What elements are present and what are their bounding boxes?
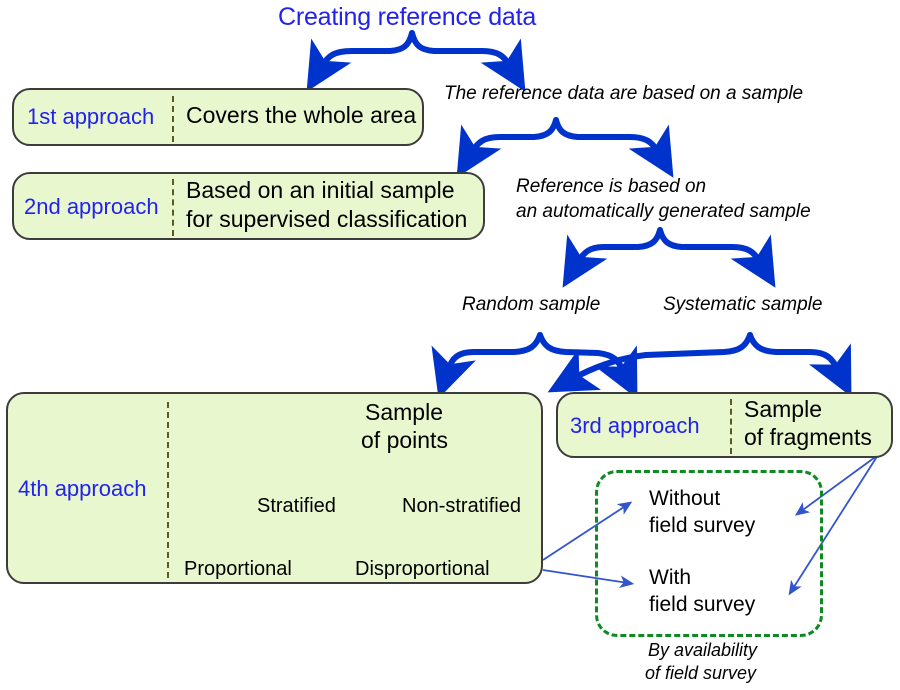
field-survey-group: Without field survey With field survey — [595, 470, 823, 637]
field-survey-item-1-line1: With — [649, 566, 691, 589]
approach-box-second[interactable]: 2nd approach Based on an initial sample … — [12, 172, 485, 240]
tree-child-stratified: Stratified — [257, 495, 336, 517]
approach-desc-second-line1: Based on an initial sample — [186, 177, 455, 203]
field-survey-item-0-line2: field survey — [649, 514, 756, 537]
brace-random-sample — [431, 332, 638, 399]
label-sample-based: The reference data are based on a sample — [444, 83, 804, 104]
brace-title — [306, 30, 526, 92]
tree-grandchild-disproportional: Disproportional — [355, 558, 490, 580]
label-auto-generated-line2: an automatically generated sample — [516, 201, 811, 222]
approach-desc-third-line2: of fragments — [744, 424, 872, 450]
caption-availability-line1: By availability — [648, 640, 758, 660]
approach-desc-second-line2: for supervised classification — [186, 206, 468, 232]
approach-label-third: 3rd approach — [570, 413, 700, 438]
approach-label-second: 2nd approach — [24, 194, 159, 219]
tree-root-line1: Sample — [365, 399, 443, 425]
label-systematic-sample: Systematic sample — [663, 294, 823, 315]
brace-sample-based — [456, 117, 674, 178]
divider-second — [172, 179, 174, 236]
tree-grandchild-proportional: Proportional — [184, 558, 292, 580]
approach-box-first[interactable]: 1st approach Covers the whole area — [12, 88, 424, 146]
approach-box-fourth[interactable]: 4th approach Sample of points Stratified… — [6, 392, 543, 584]
divider-third — [730, 399, 732, 454]
approach-box-third[interactable]: 3rd approach Sample of fragments — [556, 392, 893, 458]
approach-label-fourth: 4th approach — [18, 476, 147, 501]
label-random-sample: Random sample — [462, 294, 601, 315]
approach-desc-third-line1: Sample — [744, 396, 822, 422]
divider-fourth — [167, 402, 169, 578]
field-survey-item-1-line2: field survey — [649, 593, 756, 616]
tree-root-line2: of points — [361, 427, 448, 453]
tree-child-non-stratified: Non-stratified — [402, 495, 521, 517]
divider-first — [172, 96, 174, 142]
label-auto-generated-line1: Reference is based on — [516, 176, 707, 197]
brace-auto-generated — [562, 227, 776, 288]
approach-label-first: 1st approach — [27, 104, 155, 129]
brace-systematic-sample — [547, 332, 852, 397]
approach-desc-first-line1: Covers the whole area — [186, 102, 417, 128]
field-survey-item-0-line1: Without — [649, 487, 721, 510]
diagram-title: Creating reference data — [278, 3, 537, 31]
caption-availability-line2: of field survey — [645, 663, 757, 683]
